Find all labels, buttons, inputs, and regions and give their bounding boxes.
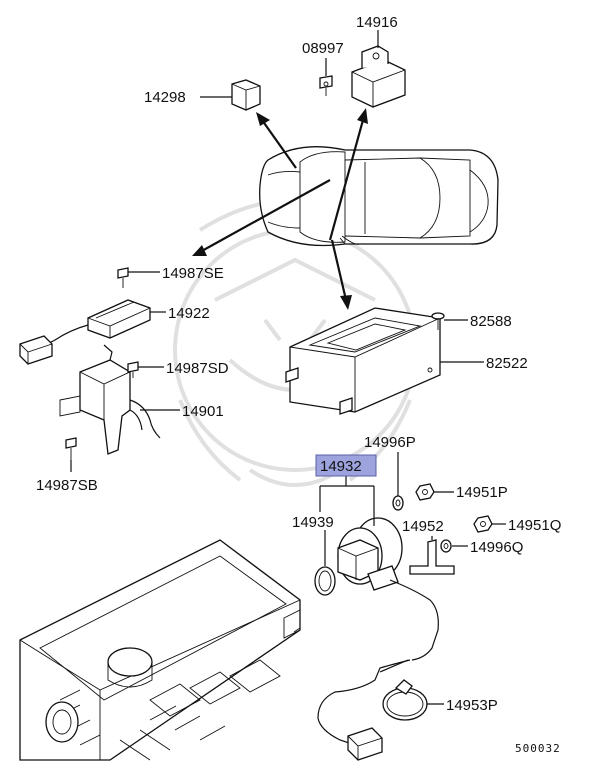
oring-14939 bbox=[314, 566, 336, 596]
bolt-14987SD bbox=[127, 361, 139, 378]
bracket-14952 bbox=[409, 539, 455, 575]
nut-14951Q bbox=[473, 515, 493, 533]
label-14996Q[interactable]: 14996Q bbox=[470, 539, 523, 556]
label-14298[interactable]: 14298 bbox=[144, 89, 186, 106]
label-14939[interactable]: 14939 bbox=[292, 514, 334, 531]
diagram-code: 500032 bbox=[515, 742, 561, 755]
label-14996P[interactable]: 14996P bbox=[364, 434, 416, 451]
sensor-14932 bbox=[337, 517, 439, 661]
label-14901[interactable]: 14901 bbox=[182, 403, 224, 420]
label-14987SB[interactable]: 14987SB bbox=[36, 477, 98, 494]
bolt-82588 bbox=[431, 312, 445, 330]
washer-14996P bbox=[392, 495, 404, 511]
label-14987SD[interactable]: 14987SD bbox=[166, 360, 229, 377]
car-body bbox=[259, 146, 499, 247]
label-14951Q[interactable]: 14951Q bbox=[508, 517, 561, 534]
relay-14298 bbox=[231, 79, 261, 111]
highlight-14932 bbox=[315, 454, 377, 477]
clamp-14953P bbox=[382, 679, 428, 721]
leader-lines bbox=[70, 30, 506, 705]
label-14953P[interactable]: 14953P bbox=[446, 697, 498, 714]
harness-14953P bbox=[317, 659, 411, 761]
screw-08997 bbox=[319, 75, 333, 96]
label-14952[interactable]: 14952 bbox=[402, 518, 444, 535]
label-14987SE[interactable]: 14987SE bbox=[162, 265, 224, 282]
label-14932[interactable]: 14932 bbox=[320, 458, 362, 475]
relay-14916 bbox=[351, 45, 406, 108]
nut-14951P bbox=[415, 483, 435, 501]
engine-block bbox=[19, 539, 301, 761]
label-82588[interactable]: 82588 bbox=[470, 313, 512, 330]
bolt-14987SE bbox=[117, 267, 129, 288]
label-14922[interactable]: 14922 bbox=[168, 305, 210, 322]
bracket-14901 bbox=[59, 344, 161, 455]
bolt-14987SB bbox=[65, 437, 77, 460]
label-14916[interactable]: 14916 bbox=[356, 14, 398, 31]
label-08997[interactable]: 08997 bbox=[302, 40, 344, 57]
sensor-14922 bbox=[19, 299, 151, 365]
washer-14996Q bbox=[440, 539, 452, 553]
label-82522[interactable]: 82522 bbox=[486, 355, 528, 372]
callout-arrows bbox=[192, 108, 368, 310]
ecu-82522 bbox=[285, 307, 441, 415]
label-14951P[interactable]: 14951P bbox=[456, 484, 508, 501]
